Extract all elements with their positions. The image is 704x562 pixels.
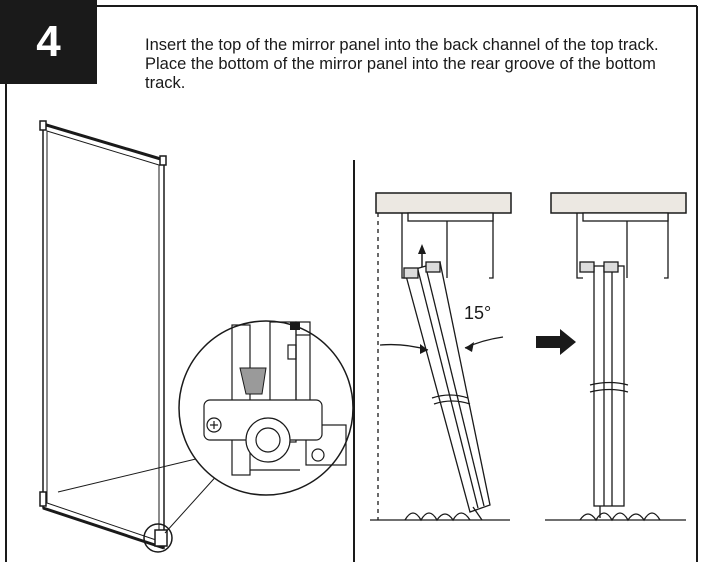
tilted-mirror-panel — [403, 261, 491, 521]
step-instruction: Insert the top of the mirror panel into … — [145, 36, 659, 92]
top-track-installed-scene — [576, 212, 669, 279]
detail-callout-circle — [143, 523, 173, 553]
angle-arrows — [379, 336, 504, 354]
direction-arrow — [536, 329, 576, 355]
step-number: 4 — [36, 17, 61, 66]
floor-bottom-tracks — [370, 512, 686, 522]
step-number-box — [0, 0, 97, 84]
mirror-panel — [39, 120, 221, 550]
page-frame — [5, 5, 698, 562]
ceiling-blocks — [375, 192, 687, 214]
installed-mirror-panel — [579, 261, 629, 518]
angle-label: 15° — [464, 303, 492, 323]
roller-detail-magnified — [178, 320, 354, 496]
